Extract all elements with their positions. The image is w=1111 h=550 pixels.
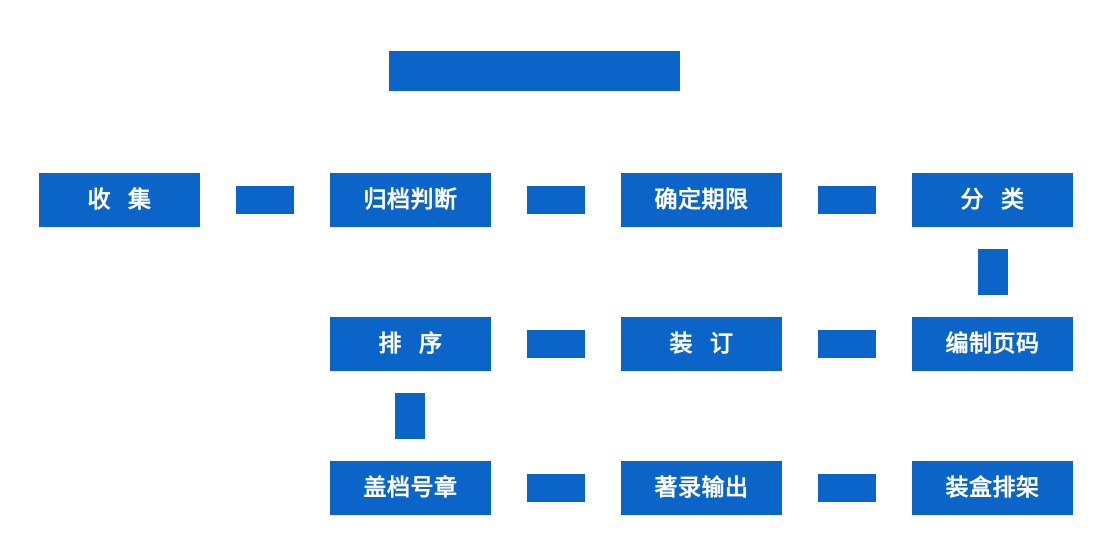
node-set-term[interactable]: 确定期限 [621, 173, 782, 227]
node-sort[interactable]: 排 序 [330, 317, 491, 371]
node-collect[interactable]: 收 集 [39, 173, 200, 227]
node-bind[interactable]: 装 订 [621, 317, 782, 371]
connector-archive-judge-to-set-term [527, 186, 585, 214]
connector-collect-to-archive-judge [236, 186, 294, 214]
node-catalog-output[interactable]: 著录输出 [621, 461, 782, 515]
connector-bind-to-sort [527, 330, 585, 358]
node-page-number[interactable]: 编制页码 [912, 317, 1073, 371]
connector-sort-to-stamp-file-no [395, 393, 425, 439]
node-label: 盖档号章 [363, 474, 458, 501]
connector-classify-to-page-number [978, 249, 1008, 295]
node-classify[interactable]: 分 类 [912, 173, 1073, 227]
diagram-title-bar [389, 51, 680, 91]
connector-page-number-to-bind [818, 330, 876, 358]
connector-stamp-file-no-to-catalog [527, 474, 585, 502]
node-stamp-file-no[interactable]: 盖档号章 [330, 461, 491, 515]
connector-catalog-to-box-shelving [818, 474, 876, 502]
node-label: 确定期限 [654, 186, 749, 213]
node-box-shelving[interactable]: 装盒排架 [912, 461, 1073, 515]
node-label: 收 集 [87, 186, 152, 213]
node-label: 归档判断 [363, 186, 458, 213]
node-label: 分 类 [960, 186, 1025, 213]
node-label: 编制页码 [945, 330, 1040, 357]
node-label: 排 序 [378, 330, 443, 357]
connector-set-term-to-classify [818, 186, 876, 214]
node-label: 装 订 [669, 330, 734, 357]
node-label: 装盒排架 [945, 474, 1040, 501]
node-label: 著录输出 [654, 474, 749, 501]
node-archive-judge[interactable]: 归档判断 [330, 173, 491, 227]
